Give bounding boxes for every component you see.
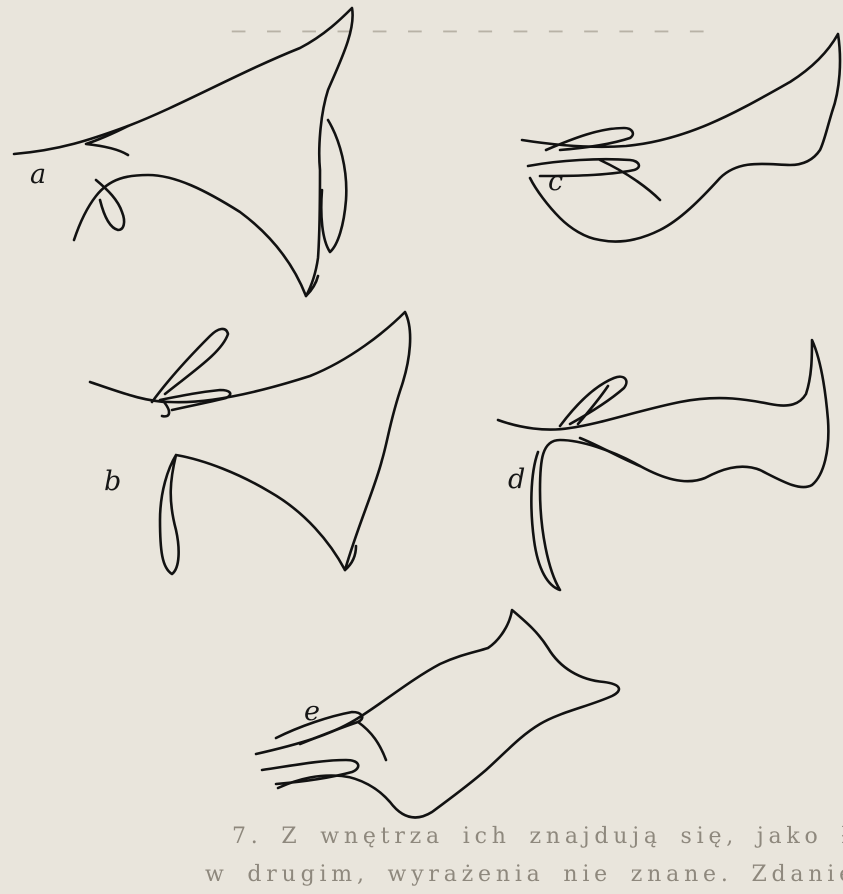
panel-label-c: c	[548, 166, 563, 197]
flower-e: e	[256, 610, 619, 817]
panel-label-b: b	[104, 466, 121, 497]
flower-b: b	[90, 312, 410, 574]
body-text: 7. Z wnętrza ich znajdują się, jako łatw…	[205, 818, 843, 894]
body-text-line-2: w drugim, wyrażenia nie znane. Zdanie op…	[205, 856, 843, 894]
panel-label-d: d	[508, 464, 525, 495]
panel-label-a: a	[30, 159, 46, 190]
body-text-line-1: 7. Z wnętrza ich znajdują się, jako łatw…	[205, 818, 843, 856]
flower-d: d	[498, 340, 828, 590]
flower-a: a	[14, 8, 353, 296]
flower-c: c	[522, 34, 840, 242]
panel-label-e: e	[304, 696, 320, 727]
